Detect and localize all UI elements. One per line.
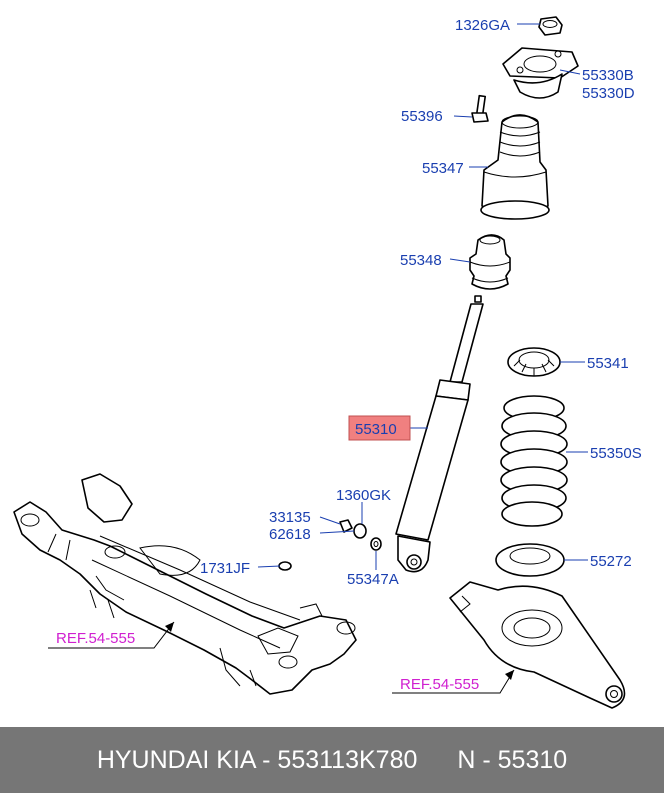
footer-ref-info: N - 55310: [457, 745, 568, 774]
coil-spring-55350s[interactable]: [500, 395, 568, 527]
label-55348[interactable]: 55348: [400, 252, 442, 269]
lower-seat-55272[interactable]: [495, 543, 565, 577]
leader-lines: [257, 23, 588, 570]
label-55347[interactable]: 55347: [422, 160, 464, 177]
washer-55347a[interactable]: [370, 537, 382, 551]
ref-left-arrow: [48, 621, 175, 649]
ref-left-label[interactable]: REF.54-555: [56, 630, 135, 647]
highlight-55310: [348, 415, 411, 441]
ref-right-arrow: [392, 669, 515, 694]
label-1326ga[interactable]: 1326GA: [455, 17, 510, 34]
label-55347a[interactable]: 55347A: [347, 571, 399, 588]
label-55396[interactable]: 55396: [401, 108, 443, 125]
spring-pad-55341[interactable]: [507, 347, 561, 377]
ref-right-label[interactable]: REF.54-555: [400, 676, 479, 693]
label-1731jf[interactable]: 1731JF: [200, 560, 250, 577]
label-55341[interactable]: 55341: [587, 355, 629, 372]
footer-bar: HYUNDAI KIA - 553113K780 N - 55310: [0, 727, 664, 793]
lower-arm: [449, 581, 626, 709]
label-55330d[interactable]: 55330D: [582, 85, 635, 102]
footer-part-info: HYUNDAI KIA - 553113K780: [96, 745, 418, 774]
rear-crossmember: [13, 473, 357, 695]
insulator-mount-55330[interactable]: [502, 47, 579, 99]
bolt-55396[interactable]: [471, 94, 489, 123]
label-33135[interactable]: 33135: [269, 509, 311, 526]
bump-stopper-55348[interactable]: [469, 234, 511, 290]
parts-diagram: 1326GA 55330B 55330D 55396 55347 55348 5…: [13, 16, 642, 709]
label-62618[interactable]: 62618: [269, 526, 311, 543]
shock-absorber-55310[interactable]: [395, 295, 484, 573]
label-55272[interactable]: 55272: [590, 553, 632, 570]
label-55350s[interactable]: 55350S: [590, 445, 642, 462]
label-1360gk[interactable]: 1360GK: [336, 487, 391, 504]
plug-1731jf[interactable]: [278, 561, 292, 571]
label-55310[interactable]: 55310: [355, 421, 397, 438]
nut-1326ga[interactable]: [538, 16, 563, 36]
washer-33135[interactable]: [339, 519, 353, 533]
nut-1360gk[interactable]: [353, 523, 367, 539]
label-55330b[interactable]: 55330B: [582, 67, 634, 84]
dust-cover-55347[interactable]: [480, 114, 550, 220]
